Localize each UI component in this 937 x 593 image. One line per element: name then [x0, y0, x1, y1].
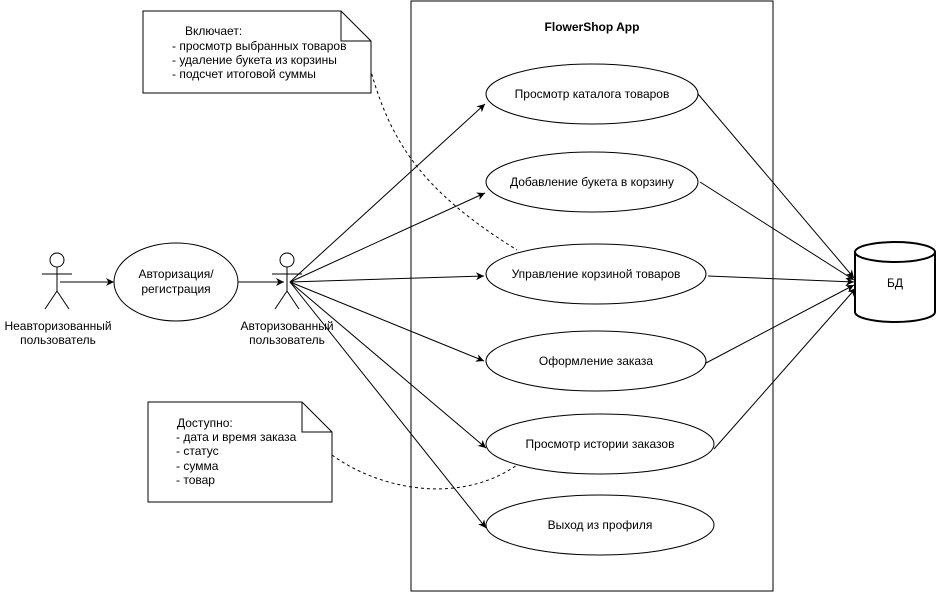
actor-user[interactable]: [272, 252, 302, 310]
actor-user-label-line1: Авторизованный: [240, 319, 333, 333]
database[interactable]: БД: [854, 241, 936, 323]
edge-user-catalog: [289, 103, 486, 283]
note-cart-item: - просмотр выбранных товаров: [172, 39, 346, 53]
use-case-add-to-cart[interactable]: Добавление букета в корзину: [485, 151, 699, 213]
note-cart-connector: [369, 67, 518, 251]
actor-guest[interactable]: [42, 252, 72, 310]
edge-user-history: [289, 281, 487, 449]
database-icon: [854, 252, 936, 323]
note-history-connector: [331, 454, 518, 490]
use-case-history-label: Просмотр истории заказов: [526, 437, 675, 451]
note-history-item: - дата и время заказа: [176, 430, 297, 444]
use-case-add-to-cart-label: Добавление букета в корзину: [510, 175, 674, 189]
use-case-catalog-label: Просмотр каталога товаров: [515, 87, 670, 101]
note-cart-title: Включает:: [185, 24, 242, 38]
use-case-logout[interactable]: Выход из профиля: [485, 494, 715, 556]
actor-guest-label-line2: пользователь: [20, 333, 96, 347]
note-history-item: - сумма: [176, 459, 219, 473]
note-cart-item: - удаление букета из корзины: [172, 53, 337, 67]
use-case-history[interactable]: Просмотр истории заказов: [485, 413, 715, 475]
edge-user-logout: [289, 281, 487, 529]
system-title: FlowerShop App: [545, 20, 640, 34]
note-history-title: Доступно:: [177, 416, 233, 430]
use-case-auth-line1: Авторизация/: [138, 267, 214, 281]
actor-guest-head-icon: [49, 252, 65, 268]
use-case-checkout-label: Оформление заказа: [539, 354, 654, 368]
edge-add-to-cart-db: [699, 181, 855, 281]
use-case-manage-cart[interactable]: Управление корзиной товаров: [485, 243, 707, 305]
edge-manage-cart-db: [707, 275, 855, 286]
note-history-item: - статус: [176, 444, 219, 458]
edge-user-checkout: [289, 281, 485, 362]
use-case-checkout[interactable]: Оформление заказа: [485, 330, 707, 392]
note-cart-item: - подсчет итоговой суммы: [172, 67, 316, 81]
edge-user-manage-cart: [289, 272, 485, 283]
use-case-catalog[interactable]: Просмотр каталога товаров: [485, 63, 699, 125]
edge-history-db: [713, 287, 857, 450]
use-case-manage-cart-label: Управление корзиной товаров: [512, 267, 681, 281]
use-case-auth-line2: регистрация: [141, 282, 210, 296]
note-cart: Включает: - просмотр выбранных товаров -…: [142, 10, 372, 94]
note-history-item: - товар: [176, 473, 215, 487]
edge-user-add-to-cart: [289, 192, 486, 283]
use-case-auth[interactable]: Авторизация/ регистрация: [113, 242, 239, 322]
actor-guest-label-line1: Неавторизованный: [4, 319, 111, 333]
database-label: БД: [887, 276, 903, 290]
actor-user-head-icon: [279, 252, 295, 268]
edge-checkout-db: [705, 284, 855, 364]
edge-catalog-db: [697, 93, 855, 279]
note-history: Доступно: - дата и время заказа - статус…: [147, 401, 333, 503]
use-case-logout-label: Выход из профиля: [548, 518, 653, 532]
actor-user-label-line2: пользователь: [249, 333, 325, 347]
